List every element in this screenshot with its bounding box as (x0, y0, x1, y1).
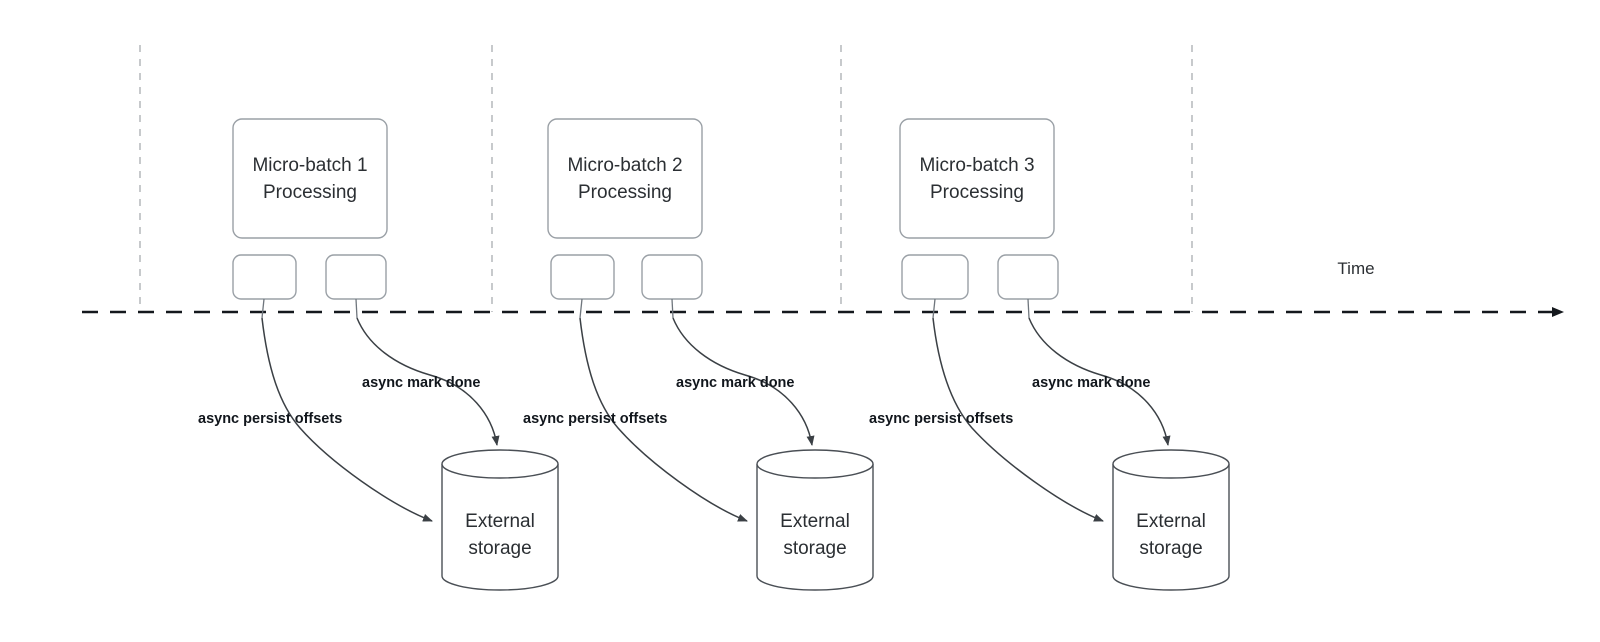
time-axis-label: Time (1337, 259, 1374, 278)
micro-batch-1-stem-right (355, 298, 358, 319)
external-storage-3[interactable]: External storage (1112, 449, 1230, 591)
micro-batch-1-persist-offsets-label: async persist offsets (198, 411, 342, 427)
micro-batch-2-task-box-left[interactable] (550, 254, 615, 300)
external-storage-2-label-line2: storage (783, 538, 846, 559)
external-storage-2[interactable]: External storage (756, 449, 874, 591)
micro-batch-3-persist-offsets-label: async persist offsets (869, 411, 1013, 427)
external-storage-3-top (1112, 449, 1230, 479)
micro-batch-2-task-box-right[interactable] (641, 254, 703, 300)
external-storage-2-top (756, 449, 874, 479)
micro-batch-1-task-box-left[interactable] (232, 254, 297, 300)
micro-batch-3-stem-right (1027, 298, 1030, 319)
external-storage-1-label-line2: storage (468, 538, 531, 559)
micro-batch-3-mark-done-label: async mark done (1032, 375, 1150, 391)
micro-batch-3-mark-done-edge (1028, 317, 1171, 446)
micro-batch-group-3: Micro-batch 3 Processing async persist o… (869, 118, 1230, 591)
micro-batch-1-task-box-right[interactable] (325, 254, 387, 300)
external-storage-2-label-line1: External (780, 511, 850, 532)
micro-batch-3-task-box-left[interactable] (901, 254, 969, 300)
micro-batch-3-label-line2: Processing (930, 182, 1024, 203)
external-storage-3-body (1112, 464, 1230, 591)
micro-batch-2-persist-offsets-label: async persist offsets (523, 411, 667, 427)
micro-batch-2-label-line1: Micro-batch 2 (567, 155, 682, 176)
micro-batch-3-label-line1: Micro-batch 3 (919, 155, 1034, 176)
external-storage-3-label-line2: storage (1139, 538, 1202, 559)
micro-batch-1-stem-left (261, 298, 265, 319)
external-storage-1-body (441, 464, 559, 591)
timeline-tick-lines (139, 45, 1193, 312)
external-storage-1-top (441, 449, 559, 479)
micro-batch-1-mark-done-edge (356, 317, 500, 446)
external-storage-1-label-line1: External (465, 511, 535, 532)
micro-batch-1-mark-done-label: async mark done (362, 375, 480, 391)
micro-batch-2-stem-left (579, 298, 583, 319)
micro-batch-2-mark-done-edge (672, 317, 815, 446)
external-storage-1[interactable]: External storage (441, 449, 559, 591)
micro-batch-3-persist-offsets-edge (932, 317, 1104, 522)
micro-batch-2-persist-offsets-edge (579, 317, 748, 522)
micro-batch-1-persist-offsets-edge (261, 317, 433, 522)
micro-batch-3-stem-left (932, 298, 936, 319)
micro-batch-2-label-line2: Processing (578, 182, 672, 203)
external-storage-3-label-line1: External (1136, 511, 1206, 532)
micro-batch-1-label-line2: Processing (263, 182, 357, 203)
micro-batch-1-label-line1: Micro-batch 1 (252, 155, 367, 176)
micro-batch-2-stem-right (671, 298, 674, 319)
micro-batch-3-task-box-right[interactable] (997, 254, 1059, 300)
micro-batch-group-1: Micro-batch 1 Processing async persist o… (198, 118, 559, 591)
external-storage-2-body (756, 464, 874, 591)
micro-batch-1-box[interactable] (232, 118, 388, 239)
micro-batch-group-2: Micro-batch 2 Processing async persist o… (523, 118, 874, 591)
micro-batch-2-mark-done-label: async mark done (676, 375, 794, 391)
micro-batch-2-box[interactable] (547, 118, 703, 239)
micro-batch-3-box[interactable] (899, 118, 1055, 239)
